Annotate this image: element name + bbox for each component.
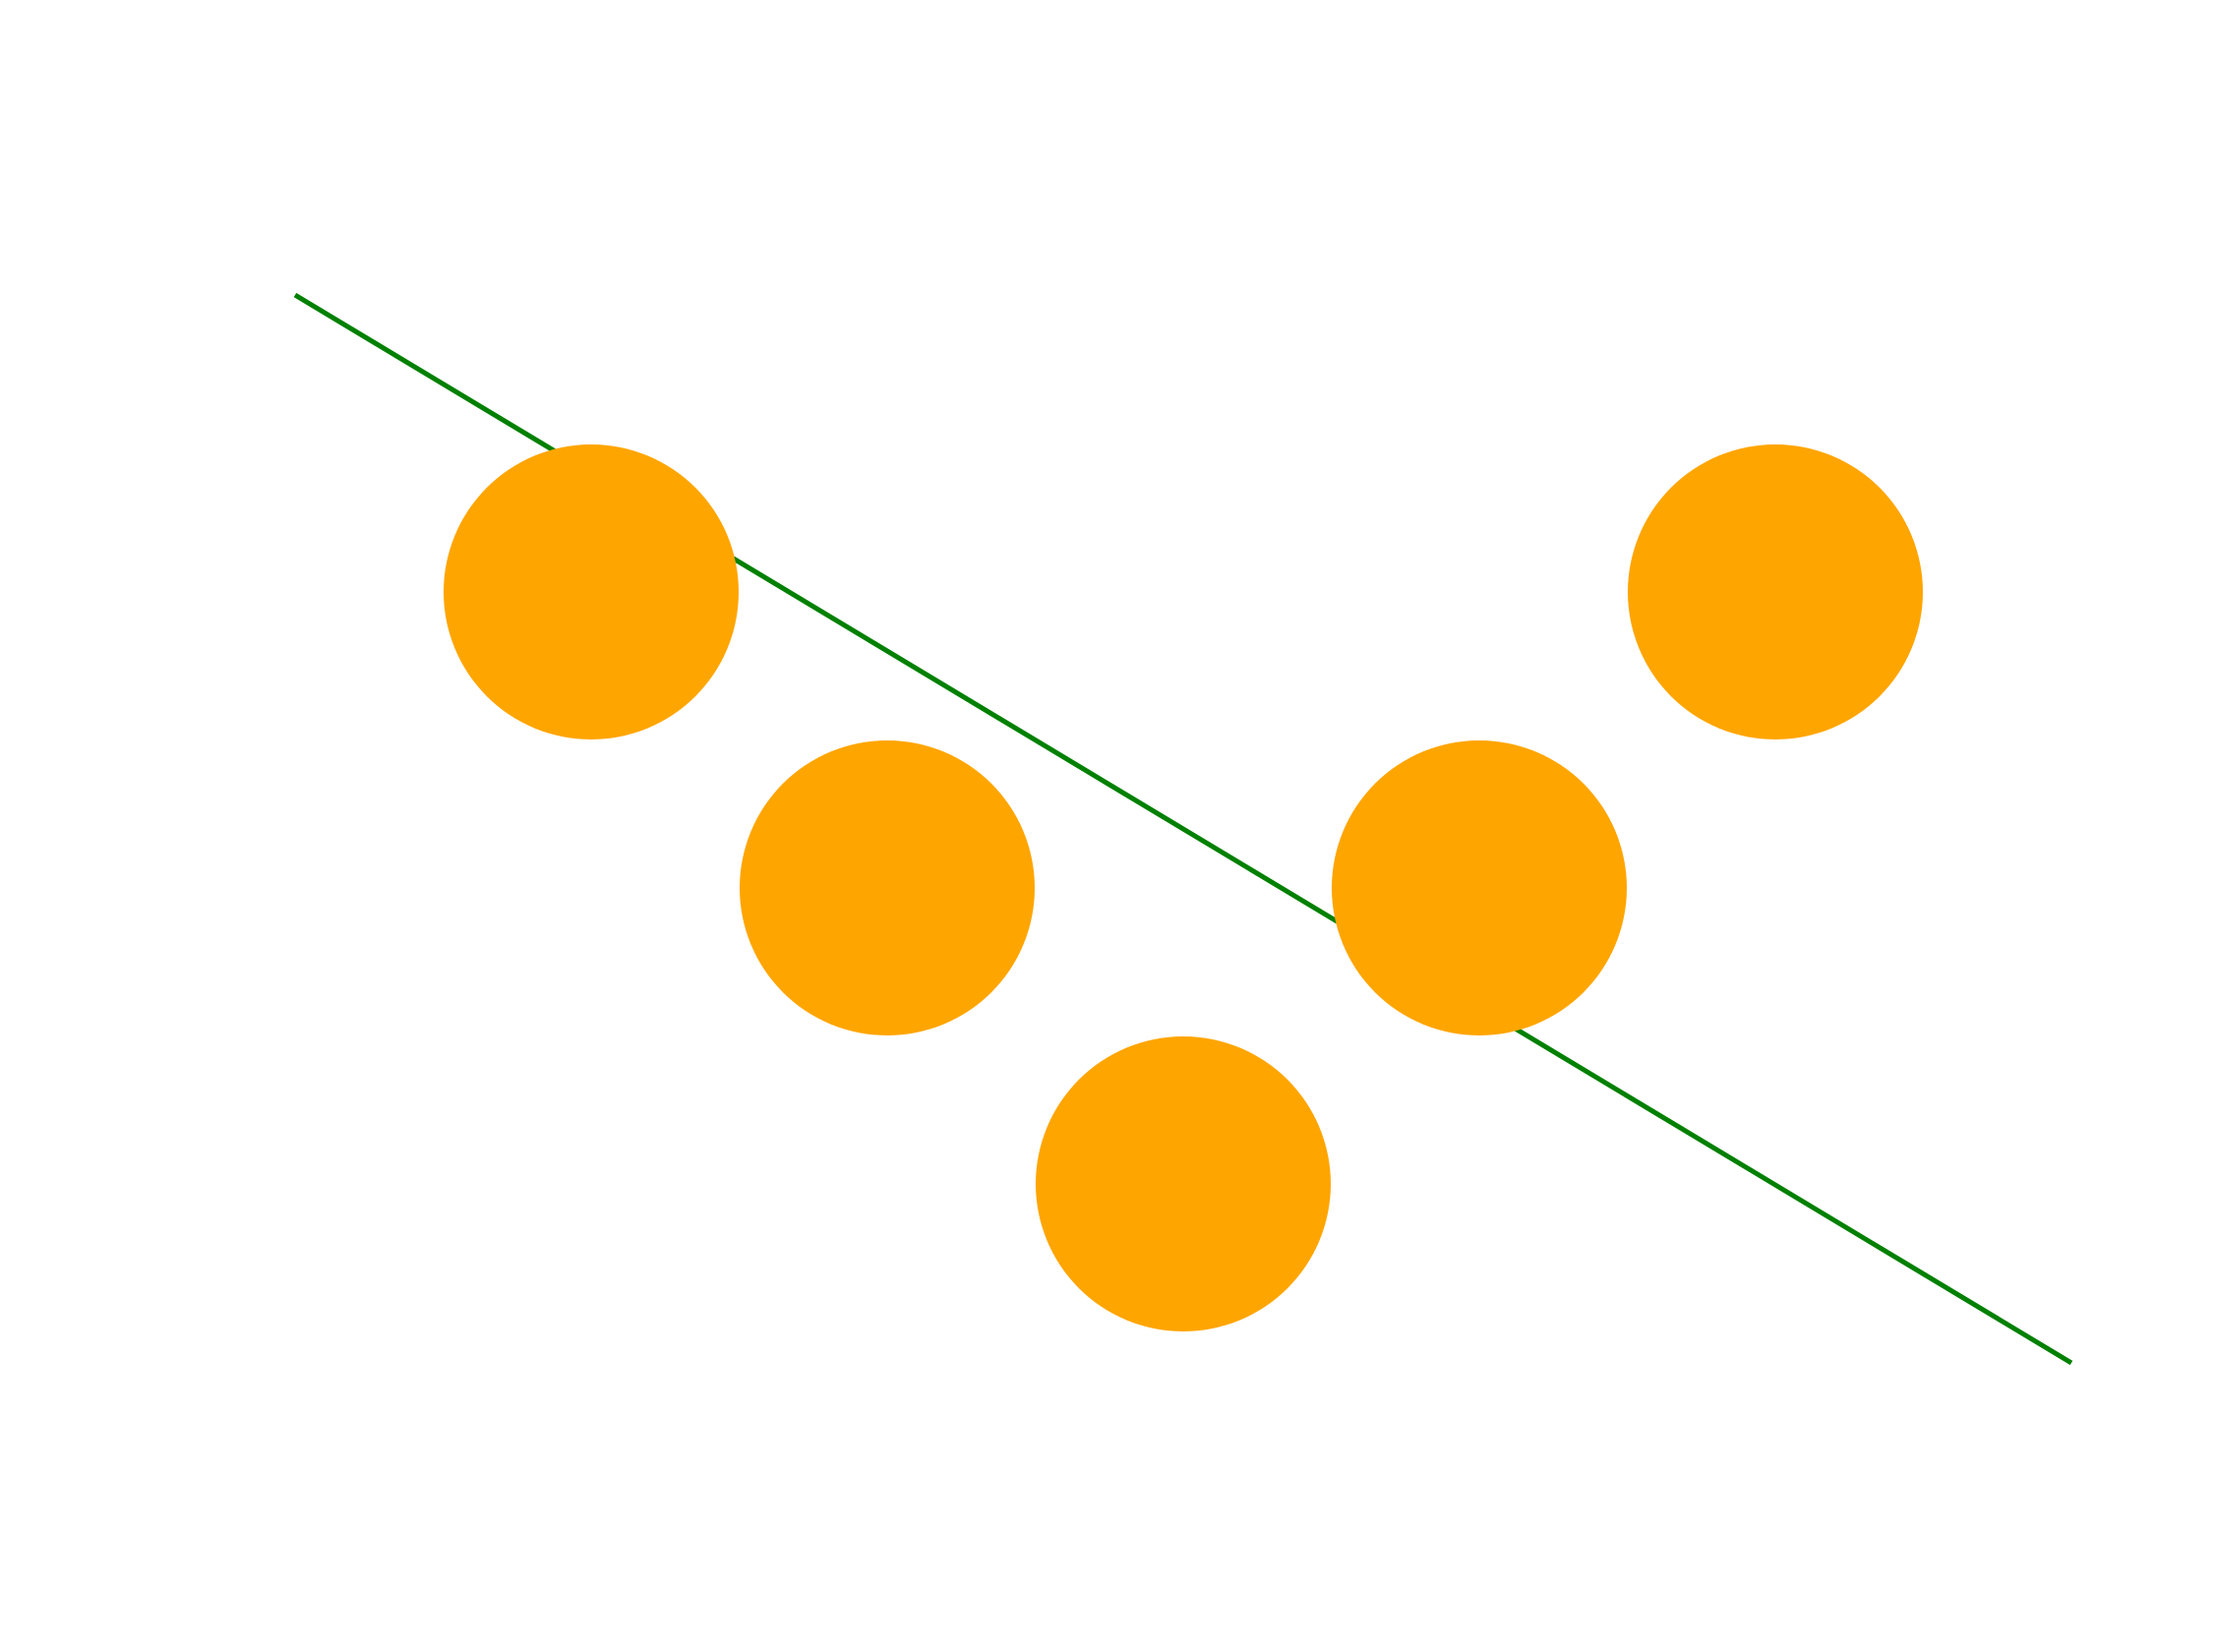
circle-5: [1628, 444, 1923, 739]
circle-1: [444, 444, 739, 739]
circle-3: [1036, 1036, 1331, 1331]
circle-2: [740, 740, 1035, 1035]
circle-4: [1332, 740, 1627, 1035]
